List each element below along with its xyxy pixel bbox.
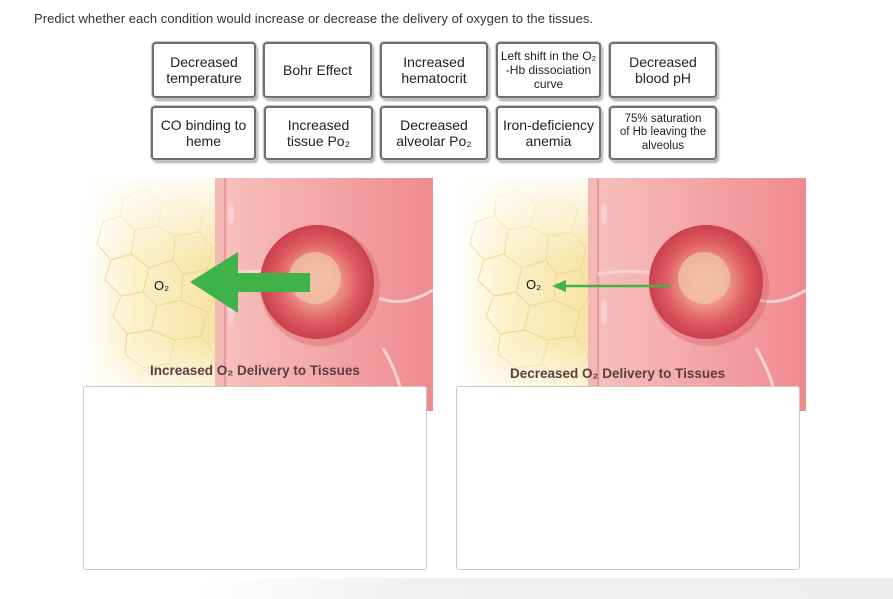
instruction-text: Predict whether each condition would inc… [34, 11, 594, 26]
decreased-delivery-illustration: O₂ Decreased O₂ Delivery to Tissues [456, 178, 806, 411]
increased-illustration-graphic [83, 178, 433, 411]
decreased-delivery-caption: Decreased O₂ Delivery to Tissues [510, 366, 726, 381]
o2-label: O₂ [154, 278, 170, 293]
decreased-illustration-graphic [456, 178, 806, 411]
bottom-shadow [200, 578, 893, 599]
increased-delivery-caption: Increased O₂ Delivery to Tissues [150, 363, 360, 378]
thin-left-arrow-icon [552, 280, 671, 292]
increased-delivery-illustration: O₂ Increased O₂ Delivery to Tissues [83, 178, 433, 411]
large-left-arrow-icon [190, 252, 310, 313]
decreased-delivery-dropzone[interactable] [456, 386, 800, 570]
increased-delivery-dropzone[interactable] [83, 386, 427, 570]
o2-label: O₂ [526, 277, 542, 292]
card-bohr-effect[interactable]: Bohr Effect [263, 42, 372, 98]
